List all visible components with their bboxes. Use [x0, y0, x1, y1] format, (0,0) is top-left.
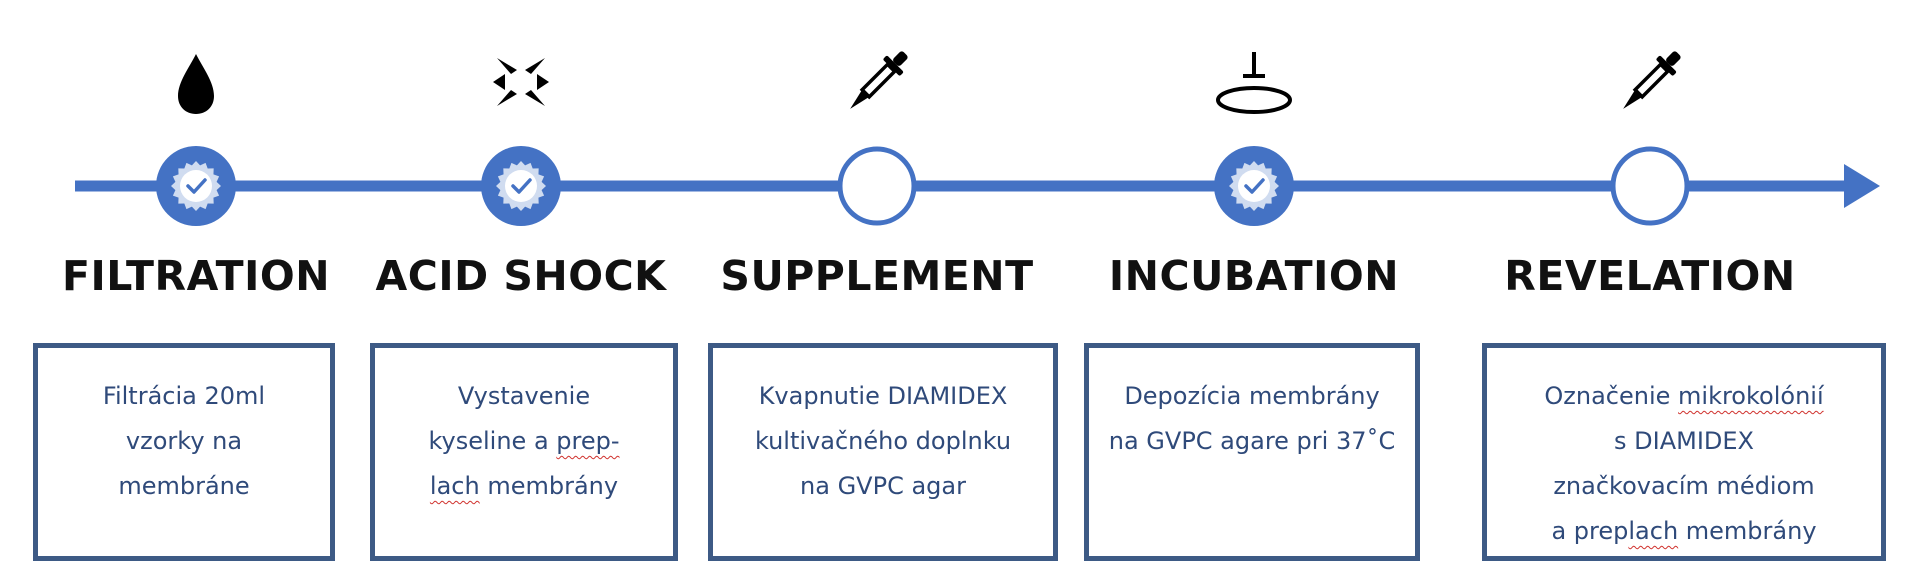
step-title: SUPPLEMENT — [720, 252, 1034, 300]
description-line: s DIAMIDEX — [1614, 427, 1754, 455]
description-line: a preplach membrány — [1551, 517, 1817, 545]
timeline-arrowhead — [1844, 164, 1880, 208]
step-title: ACID SHOCK — [375, 252, 667, 300]
step-title: REVELATION — [1504, 252, 1796, 300]
description-line: kyseline a prep- — [428, 427, 620, 455]
timeline-node-4 — [1214, 146, 1294, 226]
description-line: Depozícia membrány — [1124, 382, 1380, 410]
check-badge-icon — [186, 178, 207, 194]
shock-burst-icon — [493, 58, 549, 106]
description-line: vzorky na — [125, 427, 243, 455]
step-title: INCUBATION — [1108, 252, 1400, 300]
timeline-node-1 — [156, 146, 236, 226]
dropper-icon — [839, 43, 916, 120]
description-line: značkovacím médiom — [1553, 472, 1815, 500]
step-description-box: Depozícia membrány na GVPC agare pri 37˚C — [1084, 343, 1420, 561]
description-line: na GVPC agar — [800, 472, 966, 500]
step-description-box: Označenie mikrokolónií s DIAMIDEX značkova… — [1482, 343, 1886, 561]
check-badge-icon — [511, 178, 532, 194]
description-line: Vystavenie — [457, 382, 591, 410]
timeline-node-3 — [837, 146, 917, 226]
timeline-node-2 — [481, 146, 561, 226]
description-line: Filtrácia 20ml — [102, 382, 266, 410]
drop-icon — [178, 54, 214, 114]
description-line: kultivačného doplnku — [754, 427, 1012, 455]
step-title: FILTRATION — [61, 252, 331, 300]
step-description-box: Kvapnutie DIAMIDEX kultivačného doplnku na… — [708, 343, 1058, 561]
description-line: na GVPC agare pri 37˚C — [1108, 427, 1396, 455]
timeline-node-5 — [1610, 146, 1690, 226]
description-line: lach membrány — [429, 472, 619, 500]
step-description-box: Vystavenie kyseline a prep-lach membrány — [370, 343, 678, 561]
dropper-icon — [1612, 43, 1689, 120]
description-line: Kvapnutie DIAMIDEX — [758, 382, 1008, 410]
check-badge-icon — [1244, 178, 1265, 194]
step-description-box: Filtrácia 20ml vzorky na membráne — [33, 343, 335, 561]
description-line: membráne — [118, 472, 250, 500]
deposit-plate-icon — [1216, 50, 1292, 114]
description-line: Označenie mikrokolónií — [1544, 382, 1824, 410]
